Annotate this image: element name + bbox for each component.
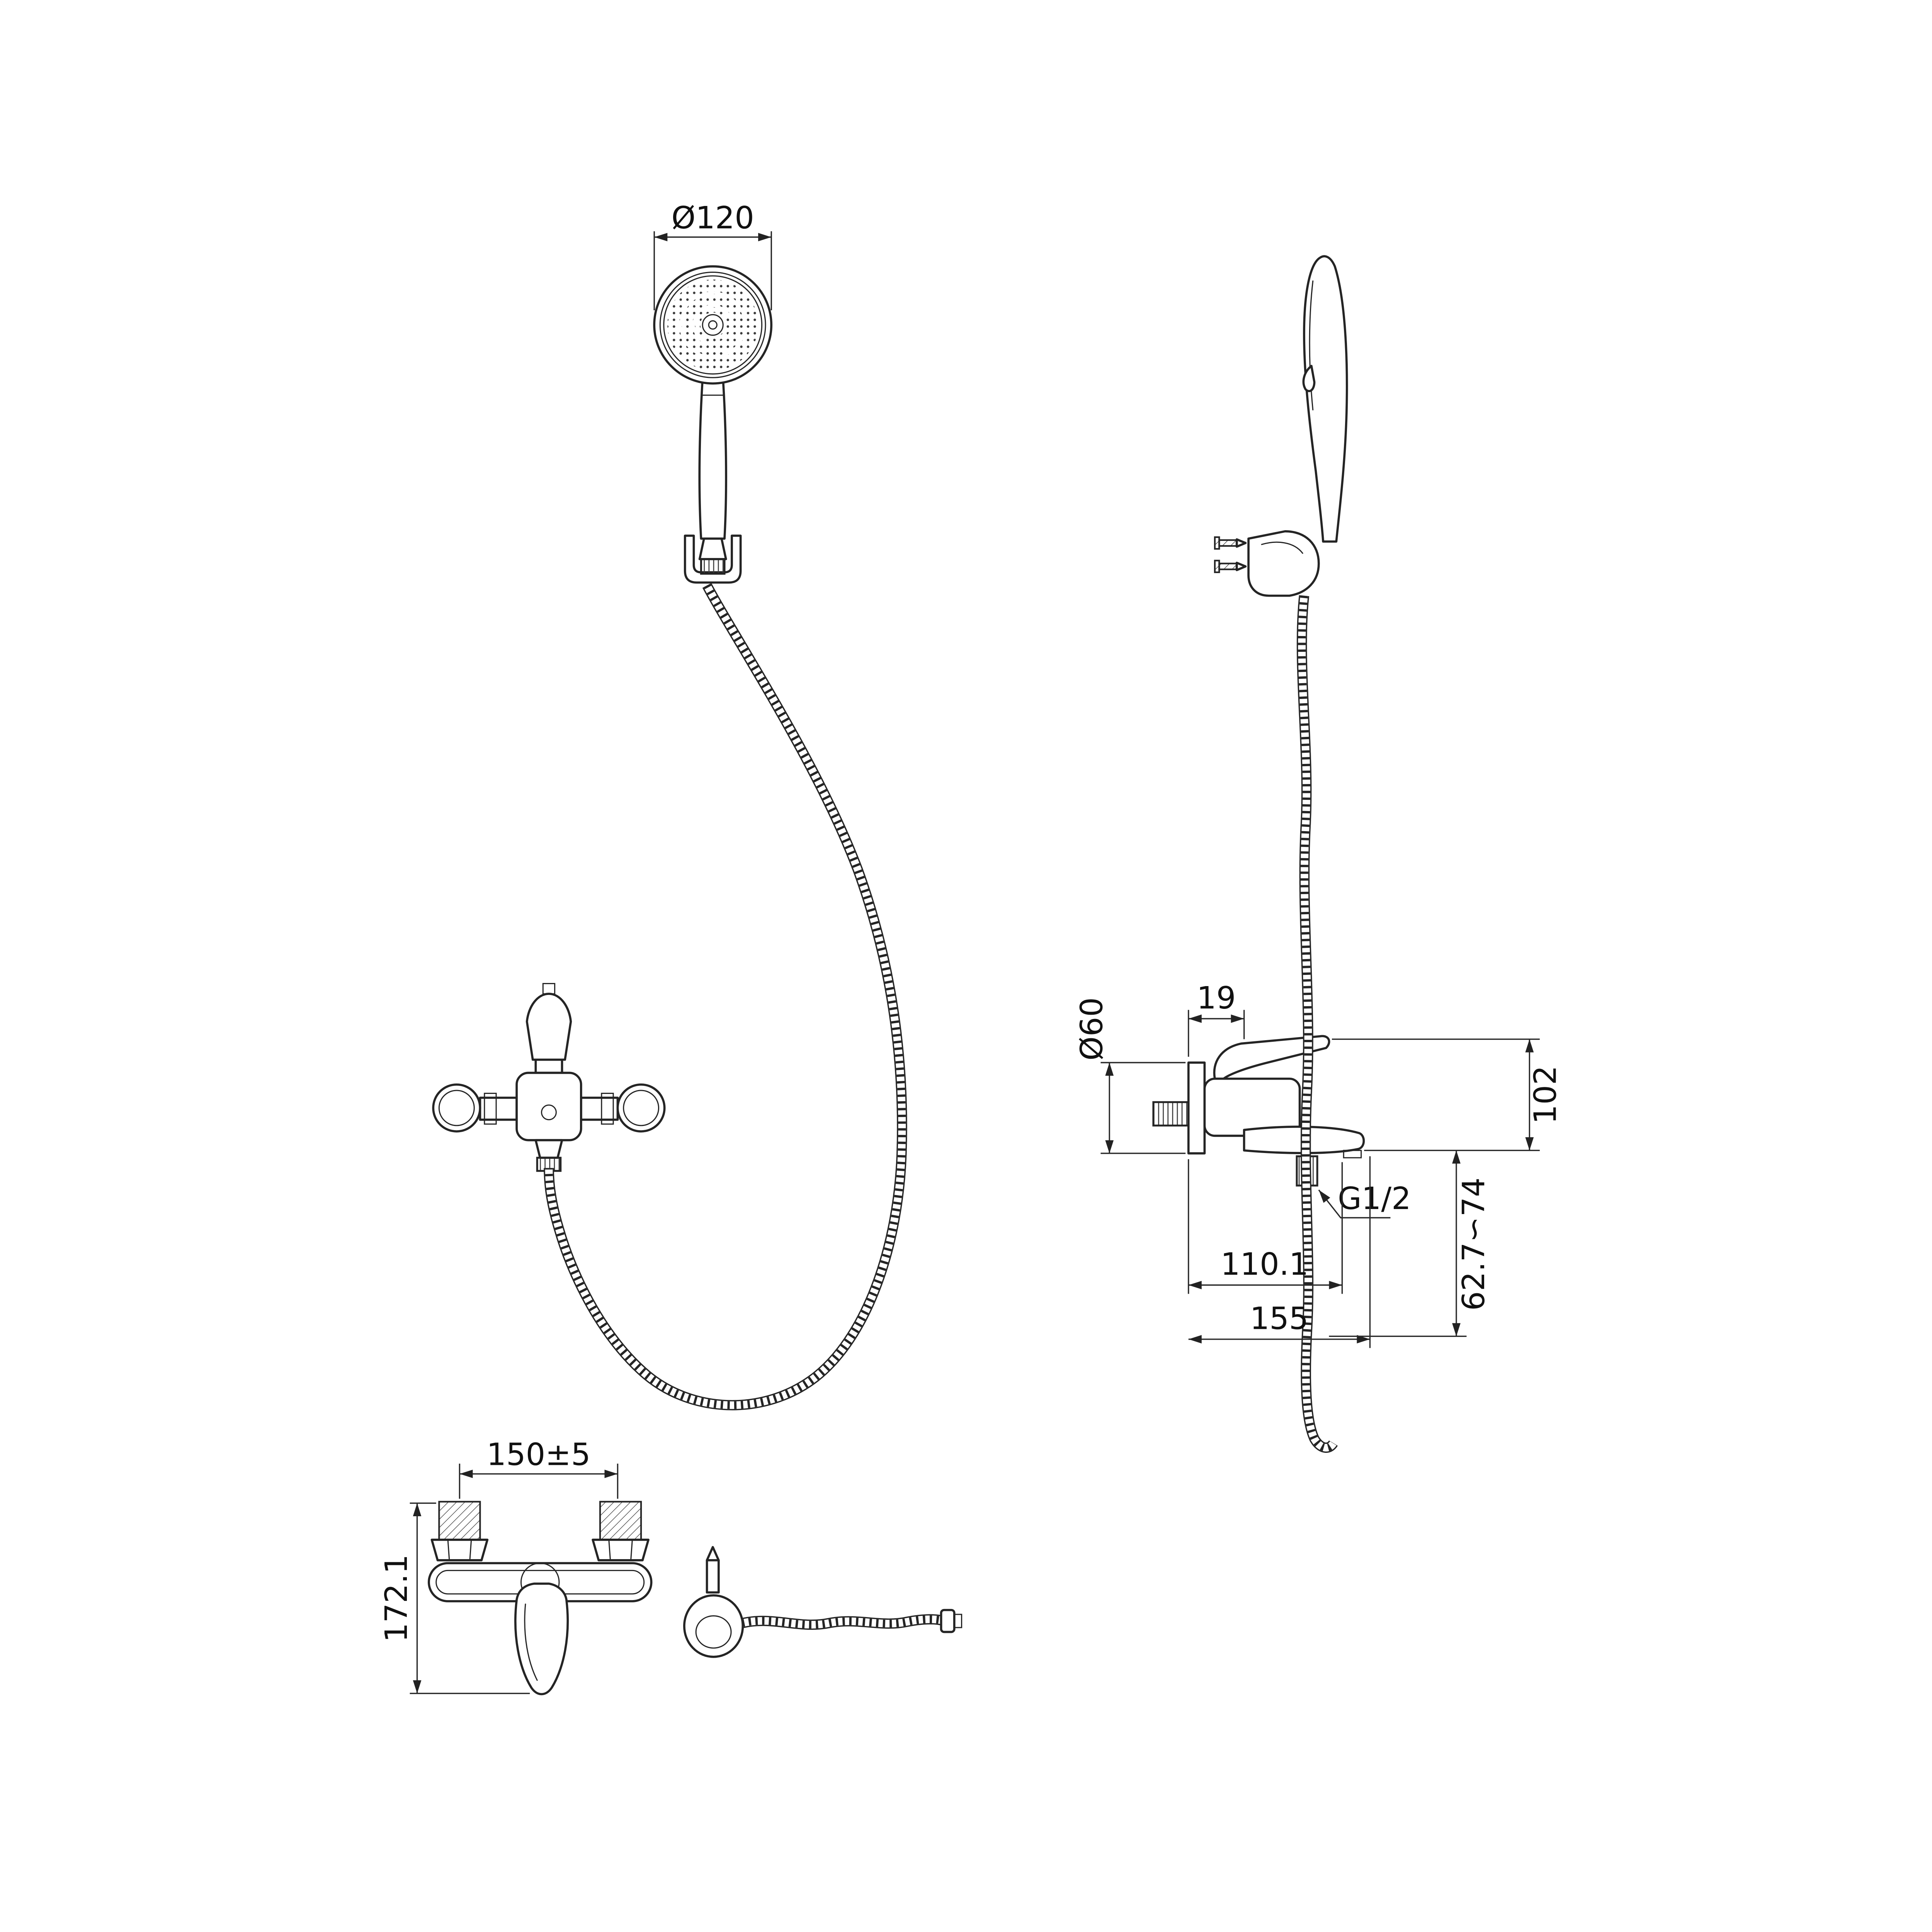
handle-cone xyxy=(698,537,727,560)
left-eccentric-pipe xyxy=(479,1097,518,1121)
bottom-outlet xyxy=(534,1139,563,1159)
dim-label-spout-reach: 155 xyxy=(1250,1300,1309,1336)
spray-lip xyxy=(1302,365,1316,392)
handshower-profile xyxy=(1303,255,1348,543)
mixer-body-front xyxy=(515,1071,582,1141)
face-center-cap xyxy=(702,314,724,336)
mixer-front-view xyxy=(432,983,666,1172)
hose-nut-front xyxy=(700,558,726,575)
dim-head-diameter: Ø120 xyxy=(653,200,772,311)
dim-thread-size: G1/2 xyxy=(1318,1180,1411,1219)
left-inlet-top xyxy=(438,1501,481,1541)
left-escutcheon xyxy=(432,1083,481,1133)
right-hex-nut-top xyxy=(592,1539,650,1561)
dim-spout-reach: 155 xyxy=(1188,1156,1371,1348)
shower-hose-front xyxy=(549,585,902,1405)
right-eccentric-pipe xyxy=(580,1097,619,1121)
diverter-knob xyxy=(541,1104,557,1121)
mixer-handle-front xyxy=(526,993,572,1061)
wall-inlet-thread xyxy=(1152,1101,1190,1127)
left-union-nut xyxy=(484,1093,497,1125)
dim-escutcheon-diameter: Ø60 xyxy=(1073,997,1186,1154)
dim-label-head-diameter: Ø120 xyxy=(671,200,754,236)
dim-body-height: 102 xyxy=(1332,1038,1563,1151)
bracket-top-view xyxy=(683,1546,963,1658)
dim-outlet-drop-range: 62.7∽74 xyxy=(1329,1150,1492,1337)
mixer-handle-top xyxy=(514,1582,569,1696)
dim-label-hole-spacing: 150±5 xyxy=(486,1437,590,1473)
hose-top xyxy=(742,1619,941,1625)
hose-end-fitting xyxy=(940,1609,956,1633)
bracket-pin-tip xyxy=(706,1546,720,1561)
handshower-side-view xyxy=(1214,255,1348,597)
dim-label-thread-size: G1/2 xyxy=(1338,1180,1411,1216)
mixer-side-view xyxy=(1152,1035,1365,1187)
dim-label-wall-offset: 19 xyxy=(1197,980,1236,1016)
lever-tip xyxy=(542,983,556,995)
dim-body-depth: 172.1 xyxy=(378,1502,530,1694)
bracket-screws xyxy=(1214,536,1247,573)
wall-bracket-side xyxy=(1247,530,1320,597)
right-union-nut xyxy=(601,1093,614,1125)
escutcheon-side xyxy=(1187,1061,1206,1155)
right-escutcheon xyxy=(616,1083,666,1133)
dim-label-reach-inner: 110.1 xyxy=(1221,1246,1309,1282)
dim-label-body-height: 102 xyxy=(1527,1065,1563,1124)
dim-label-body-depth: 172.1 xyxy=(378,1554,414,1643)
dim-label-escutcheon-diameter: Ø60 xyxy=(1073,997,1109,1061)
right-inlet-top xyxy=(599,1501,642,1541)
dim-label-outlet-drop-range: 62.7∽74 xyxy=(1456,1177,1492,1311)
mixer-top-view xyxy=(428,1501,653,1696)
mixer-handle-side xyxy=(1213,1035,1330,1080)
cartridge-neck xyxy=(534,1058,563,1074)
dim-reach-inner: 110.1 xyxy=(1188,1159,1343,1294)
bracket-pin xyxy=(706,1559,720,1594)
handshower-handle-front xyxy=(698,378,727,540)
dim-wall-offset: 19 xyxy=(1188,980,1245,1057)
left-hex-nut-top xyxy=(430,1539,489,1561)
dim-hole-spacing: 150±5 xyxy=(459,1437,619,1499)
aerator xyxy=(1343,1150,1362,1158)
handshower-front-view xyxy=(653,265,773,584)
